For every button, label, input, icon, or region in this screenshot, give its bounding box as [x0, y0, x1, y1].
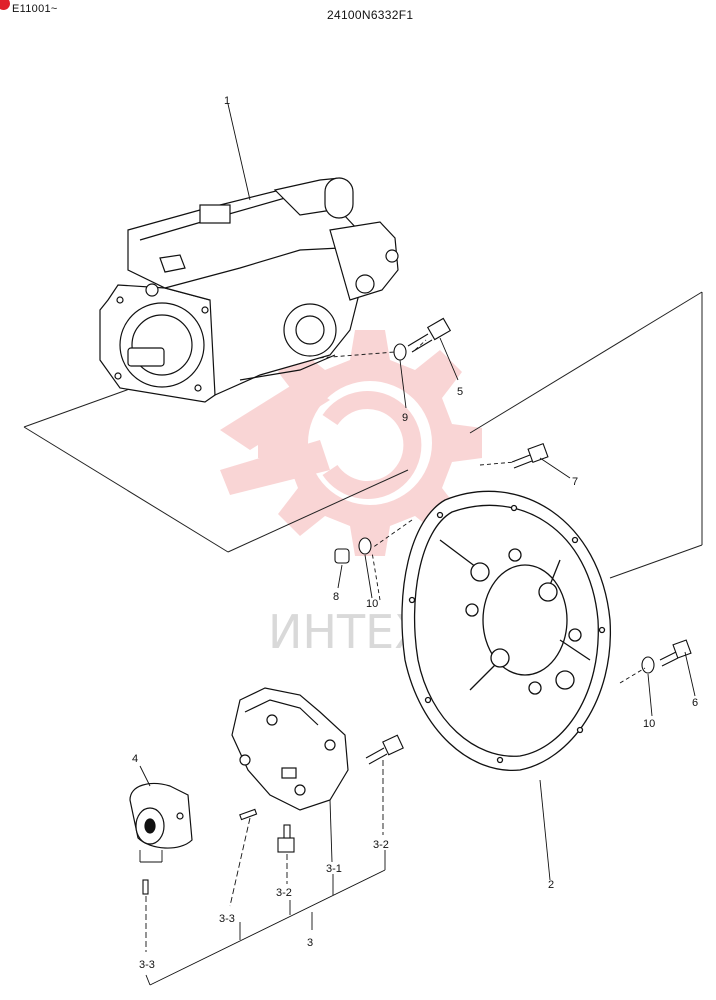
callout-labels: 1 2 3 3-1 3-2 3-2 3-3 3-3 4 5 6 7 8 9 10…	[132, 95, 698, 971]
nut-8[interactable]	[334, 548, 350, 564]
callout-8: 8	[333, 591, 339, 603]
flex-coupling[interactable]	[231, 687, 349, 811]
leader-lines	[139, 103, 696, 986]
callout-4: 4	[132, 753, 138, 765]
callout-3-3-lower: 3-3	[139, 959, 155, 971]
callout-3-2-lower: 3-2	[276, 887, 292, 899]
watermark-logo-icon	[220, 330, 482, 556]
callout-2: 2	[548, 879, 554, 891]
bolt-3-2-upper[interactable]	[365, 734, 404, 765]
coupling-hub[interactable]	[129, 782, 193, 849]
callout-5: 5	[457, 386, 463, 398]
callout-1: 1	[224, 95, 230, 107]
callout-3-1: 3-1	[326, 863, 342, 875]
callout-3-2-upper: 3-2	[373, 839, 389, 851]
pin-3-3[interactable]	[239, 808, 258, 821]
washer-9[interactable]	[393, 343, 407, 361]
hydraulic-pump[interactable]	[99, 177, 399, 403]
serial-range-label: E11001~	[12, 3, 58, 15]
callout-9: 9	[402, 412, 408, 424]
washer-10-lower[interactable]	[641, 656, 655, 674]
callout-7: 7	[572, 476, 578, 488]
washer-10-upper[interactable]	[358, 537, 372, 555]
callout-3: 3	[307, 937, 313, 949]
callout-10-lower: 10	[643, 718, 655, 730]
callout-3-3-upper: 3-3	[219, 913, 235, 925]
bolt-3-2-lower[interactable]	[277, 824, 295, 853]
bolt-7[interactable]	[511, 442, 549, 469]
bolt-6[interactable]	[659, 639, 692, 667]
status-badge-icon	[0, 0, 10, 10]
bolt-5[interactable]	[407, 317, 452, 353]
flywheel-housing[interactable]	[401, 490, 611, 771]
callout-6: 6	[692, 697, 698, 709]
watermark-text: ИНТЕХ	[268, 605, 426, 659]
small-hardware	[142, 317, 692, 895]
part-number-label: 24100N6332F1	[327, 8, 414, 22]
callout-10-upper: 10	[366, 598, 378, 610]
pin-3-3-lower[interactable]	[142, 879, 149, 895]
